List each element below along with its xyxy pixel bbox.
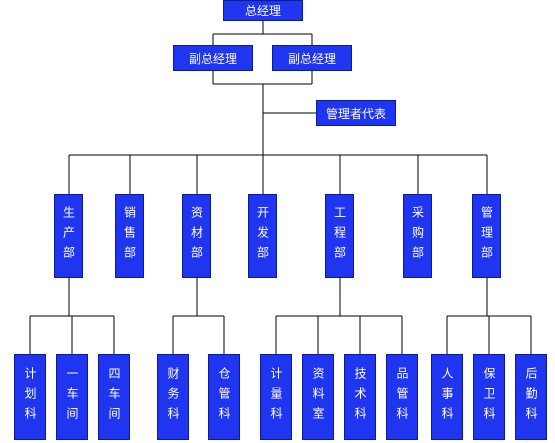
node-planning-section: 计划科 <box>14 354 46 440</box>
node-dept-sales: 销售部 <box>115 194 144 278</box>
node-documents-room: 资料室 <box>302 354 334 440</box>
node-workshop-4: 四车间 <box>98 354 130 440</box>
node-management-rep: 管理者代表 <box>316 100 396 126</box>
node-technical-section: 技术科 <box>344 354 376 440</box>
node-finance-section: 财务科 <box>157 354 189 440</box>
node-hr-section: 人事科 <box>431 354 463 440</box>
node-dept-management: 管理部 <box>472 194 501 278</box>
node-quality-section: 品管科 <box>386 354 418 440</box>
node-deputy-gm-1: 副总经理 <box>173 45 253 71</box>
node-workshop-1: 一车间 <box>56 354 88 440</box>
node-security-section: 保卫科 <box>473 354 505 440</box>
node-dept-engineering: 工程部 <box>325 194 354 278</box>
node-metrology-section: 计量科 <box>260 354 292 440</box>
node-dept-development: 开发部 <box>248 194 277 278</box>
node-dept-purchasing: 采购部 <box>403 194 432 278</box>
node-deputy-gm-2: 副总经理 <box>272 45 352 71</box>
node-logistics-section: 后勤科 <box>515 354 547 440</box>
node-general-manager: 总经理 <box>223 0 303 21</box>
node-dept-production: 生产部 <box>54 194 83 278</box>
node-warehouse-section: 仓管科 <box>208 354 240 440</box>
node-dept-materials: 资材部 <box>182 194 211 278</box>
